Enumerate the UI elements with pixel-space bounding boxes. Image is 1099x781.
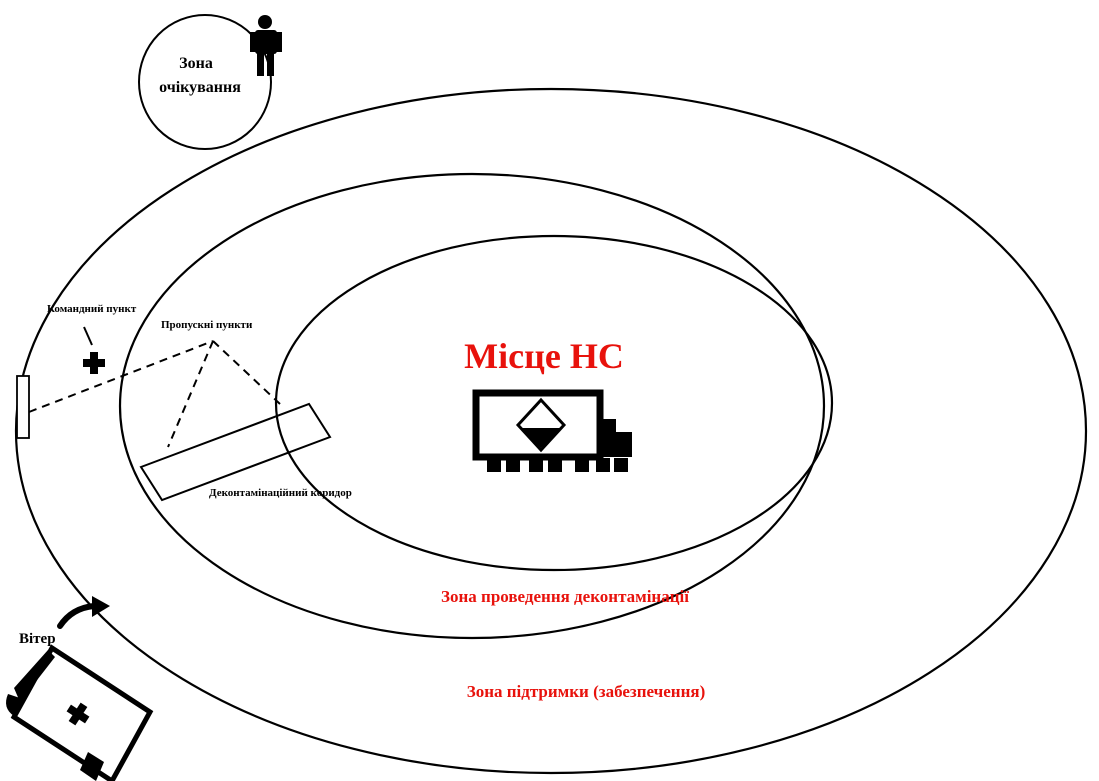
ambulance-icon bbox=[6, 644, 154, 781]
hot-zone-ring bbox=[274, 234, 834, 572]
waiting-zone-label-line1: Зона bbox=[179, 55, 213, 72]
cross-icon bbox=[83, 352, 105, 374]
checkpoints-label: Пропускні пункти bbox=[161, 319, 253, 331]
wind-label: Вітер bbox=[19, 631, 56, 647]
decon-corridor-label: Деконтамінаційний коридор bbox=[209, 487, 352, 499]
curved-arrow-icon bbox=[57, 596, 110, 629]
decon-zone-label: Зона проведення деконтамінації bbox=[441, 587, 689, 606]
waiting-zone-circle bbox=[138, 14, 272, 150]
incident-site-title: Місце НС bbox=[464, 336, 624, 376]
checkpoint-dashed-line-left bbox=[167, 340, 214, 448]
command-post-gate bbox=[16, 375, 30, 439]
waiting-zone-label-line2: очікування bbox=[159, 79, 241, 96]
support-zone-ring bbox=[14, 87, 1088, 775]
hazmat-truck-icon bbox=[472, 389, 632, 472]
command-post-leader-line bbox=[83, 326, 93, 346]
support-zone-label: Зона підтримки (забезпечення) bbox=[467, 682, 706, 701]
person-icon bbox=[250, 15, 282, 76]
checkpoint-dashed-line-right bbox=[212, 340, 281, 405]
command-corridor-dashed-line bbox=[28, 340, 214, 413]
command-post-label: Командний пункт bbox=[47, 303, 137, 315]
decon-corridor bbox=[139, 402, 332, 502]
decon-zone-ring bbox=[118, 172, 826, 640]
